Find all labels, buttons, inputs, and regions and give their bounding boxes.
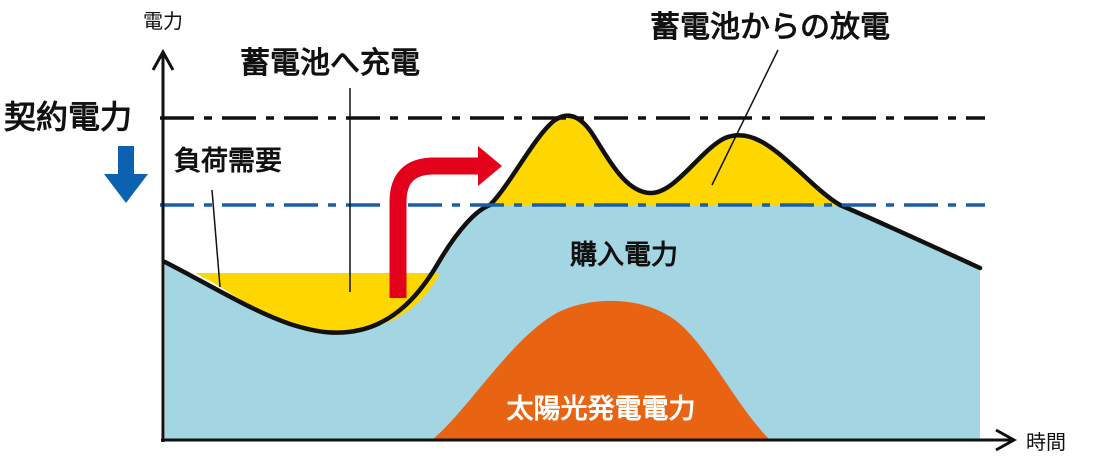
solar-power-label: 太陽光発電電力 xyxy=(507,394,696,425)
load-demand-label: 負荷需要 xyxy=(174,146,282,177)
battery-charge-label: 蓄電池へ充電 xyxy=(240,46,420,81)
solar-power-area xyxy=(432,300,770,440)
x-axis-label: 時間 xyxy=(1026,430,1066,454)
contract-power-label: 契約電力 xyxy=(4,98,132,136)
discharge-leader xyxy=(711,49,779,186)
x-axis-arrowhead xyxy=(995,428,1018,452)
y-axis-arrowhead xyxy=(151,48,175,71)
y-axis-label: 電力 xyxy=(143,9,183,33)
arrow-down-icon xyxy=(104,146,148,203)
battery-discharge-label: 蓄電池からの放電 xyxy=(650,10,890,45)
curved-arrow-up-right-icon xyxy=(389,146,502,298)
battery-charge-area xyxy=(195,273,440,332)
purchased-power-label: 購入電力 xyxy=(570,240,678,271)
load-demand-leader xyxy=(211,189,221,288)
